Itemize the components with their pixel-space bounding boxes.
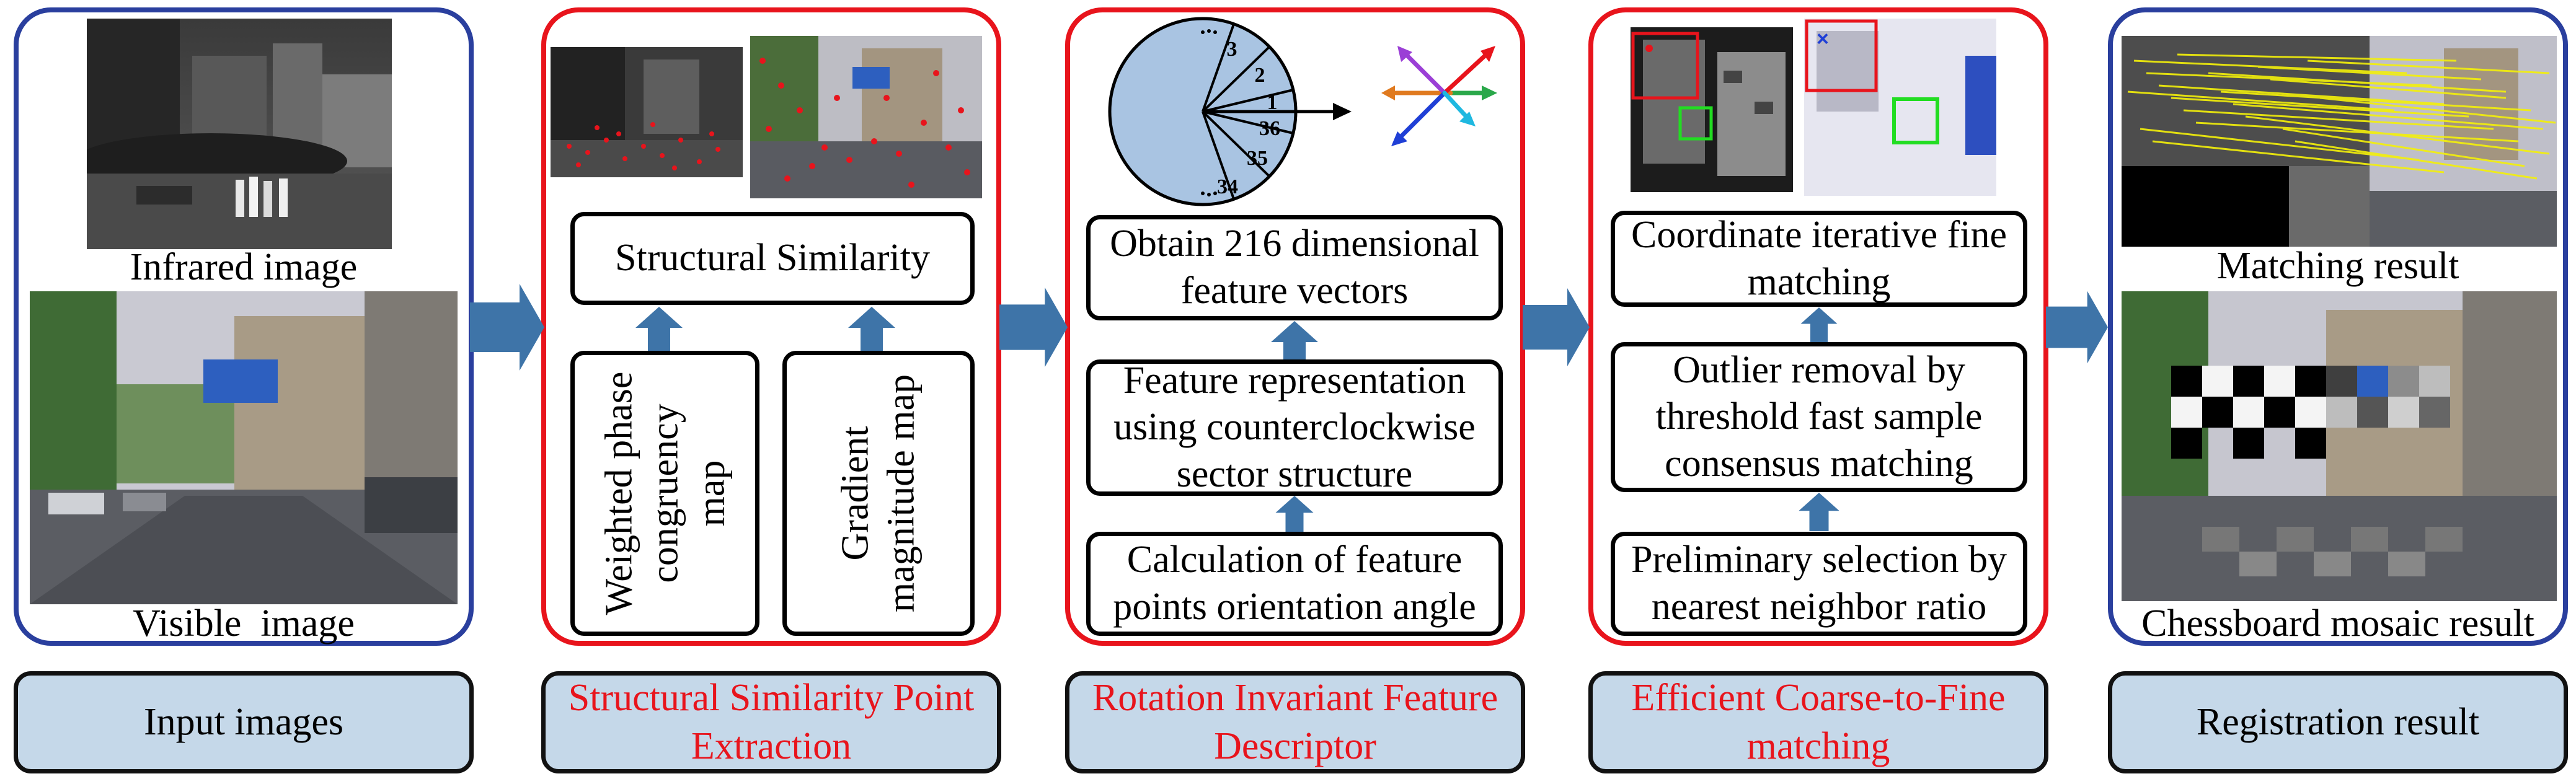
ssp-up-arrow-right [848,307,895,351]
orientation-angle-box: Calculation of feature points orientatio… [1086,532,1503,636]
sector-pie-diagram: 3 2 1 36 35 34 [1108,17,1497,206]
nearest-neighbor-selection-box: Preliminary selection by nearest neighbo… [1611,532,2027,636]
ectf-up-arrow-2 [1799,493,1839,531]
sector-label-1: 1 [1267,91,1278,114]
flow-arrow-4 [2046,291,2108,364]
visible-image-caption: Visible image [133,602,355,645]
flow-arrow-3 [1523,288,1590,366]
ectf-infrared-patch-image [1631,27,1793,192]
infrared-image-caption: Infrared image [130,246,358,288]
svg-text:×: × [1817,27,1829,51]
registration-result-label: Registration result [2108,671,2568,773]
obtain-feature-vectors-box: Obtain 216 dimensional feature vectors [1086,215,1503,320]
matching-result-caption: Matching result [2216,245,2459,287]
structural-similarity-label: Structural Similarity Point Extraction [541,671,1001,773]
sector-ellipsis-dots [1201,29,1217,196]
flow-arrow-2 [999,287,1068,368]
feature-representation-box: Feature representation using countercloc… [1086,359,1503,496]
ectf-up-arrow-1 [1800,307,1838,342]
structural-similarity-box: Structural Similarity [570,212,975,305]
weighted-phase-congruency-text: Weighted phase congruency map [597,371,732,615]
ssp-up-arrow-left [635,307,683,351]
chessboard-mosaic-image [2122,291,2557,601]
input-images-label: Input images [14,671,474,773]
ssp-visible-points-image [750,36,982,198]
chessboard-mosaic-caption: Chessboard mosaic result [2141,602,2534,645]
rifd-up-arrow-1 [1271,321,1318,366]
matching-result-image [2122,36,2557,247]
ectf-visible-patch-image: × [1804,19,1996,196]
coarse-to-fine-label: Efficient Coarse-to-Fine matching [1588,671,2048,773]
infrared-image [87,19,392,249]
visible-image [30,291,458,604]
rifd-up-arrow-2 [1275,496,1314,532]
sector-label-36: 36 [1259,117,1280,140]
flow-arrow-1 [470,284,544,371]
outlier-removal-box: Outlier removal by threshold fast sample… [1611,342,2027,492]
sector-label-2: 2 [1255,64,1265,87]
chessboard-pattern [2171,366,2463,576]
gradient-magnitude-text: Gradient magnitude map [834,374,923,612]
ssp-infrared-points-image [551,47,743,177]
sector-label-34: 34 [1217,175,1238,198]
coordinate-iterative-matching-box: Coordinate iterative fine matching [1611,211,2027,307]
rotation-invariant-label: Rotation Invariant Feature Descriptor [1065,671,1525,773]
sector-label-35: 35 [1247,147,1268,170]
weighted-phase-congruency-box: Weighted phase congruency map [570,351,759,636]
sector-label-3: 3 [1227,38,1237,61]
gradient-magnitude-box: Gradient magnitude map [782,351,975,636]
